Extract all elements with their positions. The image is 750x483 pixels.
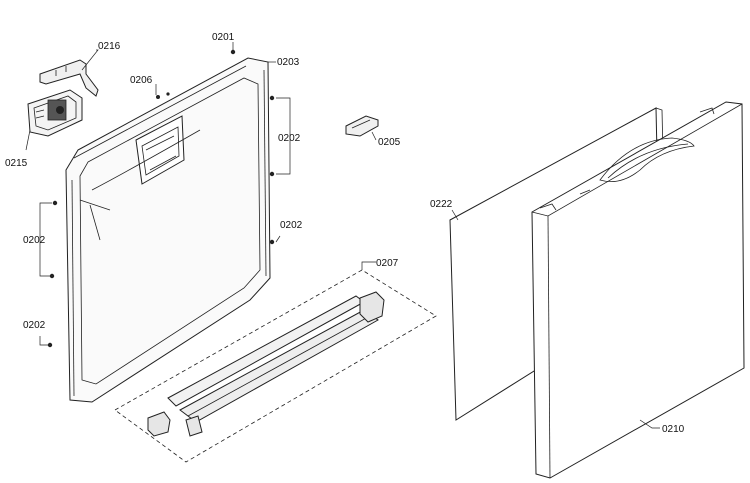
callout-0210: 0210 bbox=[662, 424, 685, 435]
callout-0205: 0205 bbox=[378, 137, 401, 148]
callout-0215: 0215 bbox=[5, 158, 28, 169]
rail-kit bbox=[114, 269, 437, 463]
callout-0216: 0216 bbox=[98, 41, 121, 52]
callout-0202-right-lower: 0202 bbox=[280, 220, 303, 231]
screws bbox=[47, 49, 275, 348]
small-part bbox=[156, 92, 170, 99]
callout-0222: 0222 bbox=[430, 199, 453, 210]
callout-labels: 0201 0203 0216 0206 0215 0202 0205 0202 … bbox=[5, 32, 685, 435]
callout-0202-right-upper: 0202 bbox=[278, 133, 301, 144]
inner-door-panel bbox=[65, 57, 271, 403]
latch-part bbox=[345, 115, 379, 137]
leader-lines bbox=[25, 42, 660, 429]
callout-0201: 0201 bbox=[212, 32, 235, 43]
callout-0206: 0206 bbox=[130, 75, 153, 86]
callout-0202-left-upper: 0202 bbox=[23, 235, 46, 246]
outer-door bbox=[531, 101, 745, 479]
control-module bbox=[27, 89, 83, 137]
callout-0203: 0203 bbox=[277, 57, 300, 68]
callout-0202-left-lower: 0202 bbox=[23, 320, 46, 331]
bracket-part bbox=[39, 59, 99, 97]
callout-0207: 0207 bbox=[376, 258, 399, 269]
